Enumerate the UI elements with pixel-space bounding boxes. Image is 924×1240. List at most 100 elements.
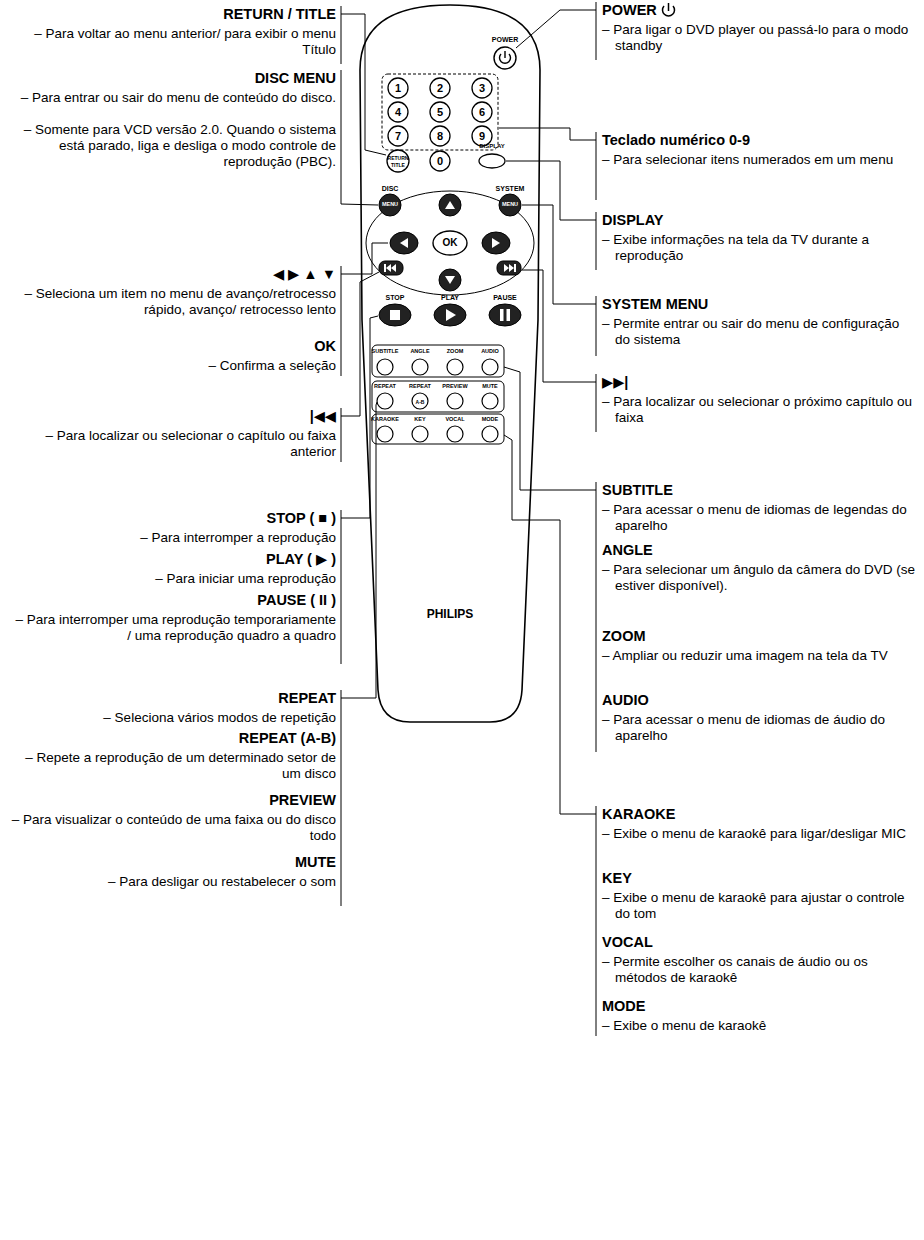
button-label: 3 <box>479 83 485 94</box>
callout-description: – Exibe o menu de karaokê <box>602 1018 916 1034</box>
callout-description: – Para localizar ou selecionar o próximo… <box>602 394 916 426</box>
button-label: TITLE <box>391 162 405 167</box>
callout-description: – Somente para VCD versão 2.0. Quando o … <box>10 122 336 170</box>
power-button <box>494 47 516 69</box>
callout-description: – Confirma a seleção <box>10 358 336 374</box>
callout-heading: MODE <box>602 998 916 1015</box>
callout-description: – Para interromper a reprodução <box>10 530 336 546</box>
power-symbol <box>500 51 511 63</box>
callout-description: – Permite escolher os canais de áudio ou… <box>602 954 916 986</box>
button-label: STOP <box>386 294 405 301</box>
button-label: A-B <box>416 400 425 405</box>
callout-heading: DISC MENU <box>10 70 336 87</box>
callout-description: – Repete a reprodução de um determinado … <box>10 750 336 782</box>
button-label: PREVIEW <box>442 384 467 390</box>
callout-description: – Para voltar ao menu anterior/ para exi… <box>10 26 336 58</box>
callout-heading: SYSTEM MENU <box>602 296 916 313</box>
callout-heading: PAUSE ( II ) <box>10 592 336 609</box>
button-label: DISC <box>382 185 399 192</box>
callout-description: – Seleciona vários modos de repetição <box>10 710 336 726</box>
callout-heading: POWER <box>602 2 916 19</box>
small-button-frames <box>372 345 504 444</box>
button-label: PLAY <box>441 294 459 301</box>
callout-heading: Teclado numérico 0-9 <box>602 132 916 149</box>
button-label: MENU <box>382 202 398 208</box>
callout-description: – Para selecionar itens numerados em um … <box>602 152 916 168</box>
button-label: KARAOKE <box>371 417 399 423</box>
callout-heading: ▶▶| <box>602 374 916 391</box>
button-label: AUDIO <box>481 349 499 355</box>
callout-description: – Exibe o menu de karaokê para ligar/des… <box>602 826 916 842</box>
callout-heading: VOCAL <box>602 934 916 951</box>
button-label: 1 <box>395 83 401 94</box>
callout-heading: REPEAT (A-B) <box>10 730 336 747</box>
callout-description: – Para interromper uma reprodução tempor… <box>10 612 336 644</box>
callout-description: – Para iniciar uma reprodução <box>10 571 336 587</box>
callout-heading: OK <box>10 338 336 355</box>
button-label: 2 <box>437 83 443 94</box>
button-label: MENU <box>502 202 518 208</box>
button-label: SYSTEM <box>496 185 525 192</box>
callout-description: – Ampliar ou reduzir uma imagem na tela … <box>602 648 916 664</box>
callout-heading: PREVIEW <box>10 792 336 809</box>
callout-heading: KARAOKE <box>602 806 916 823</box>
callout-description: – Para acessar o menu de idiomas de lege… <box>602 502 916 534</box>
button-label: 5 <box>437 107 443 118</box>
callout-description: – Para acessar o menu de idiomas de áudi… <box>602 712 916 744</box>
callout-description: – Para entrar ou sair do menu de conteúd… <box>10 90 336 106</box>
callout-heading: MUTE <box>10 854 336 871</box>
callout-heading: REPEAT <box>10 690 336 707</box>
button-label: 6 <box>479 107 485 118</box>
callout-description: – Para selecionar um ângulo da câmera do… <box>602 562 916 594</box>
callout-heading: ANGLE <box>602 542 916 559</box>
callout-heading: ◀ ▶ ▲ ▼ <box>10 266 336 283</box>
power-symbol <box>663 3 675 16</box>
button-label: 7 <box>395 131 401 142</box>
callout-heading: DISPLAY <box>602 212 916 229</box>
button-label: VOCAL <box>445 417 464 423</box>
callout-description: – Exibe o menu de karaokê para ajustar o… <box>602 890 916 922</box>
callout-heading: STOP ( ■ ) <box>10 510 336 527</box>
button-label: PHILIPS <box>427 608 474 620</box>
callout-description: – Permite entrar ou sair do menu de conf… <box>602 316 916 348</box>
callout-description: – Para visualizar o conteúdo de uma faix… <box>10 812 336 844</box>
digit-buttons <box>387 78 505 172</box>
button-label: POWER <box>492 36 518 43</box>
button-label: SUBTITLE <box>372 349 399 355</box>
button-label: DISPLAY <box>479 143 504 149</box>
callout-description: – Para localizar ou selecionar o capítul… <box>10 428 336 460</box>
button-label: MODE <box>482 417 499 423</box>
button-label: 4 <box>395 107 401 118</box>
keypad-frame <box>382 74 498 150</box>
callout-heading: AUDIO <box>602 692 916 709</box>
callout-description: – Exibe informações na tela da TV durant… <box>602 232 916 264</box>
button-label: KEY <box>414 417 425 423</box>
button-label: PAUSE <box>493 294 517 301</box>
nav-buttons <box>379 194 521 326</box>
button-icons <box>384 201 516 321</box>
nav-ring <box>366 191 534 295</box>
small-buttons <box>377 359 498 442</box>
button-label: MUTE <box>482 384 498 390</box>
button-label: REPEAT <box>409 384 431 390</box>
remote-body <box>360 5 540 722</box>
callout-heading: KEY <box>602 870 916 887</box>
leader-lines <box>341 2 596 1036</box>
callout-heading: |◀◀ <box>10 408 336 425</box>
button-label: 0 <box>437 156 443 167</box>
button-label: 8 <box>437 131 443 142</box>
button-label: REPEAT <box>374 384 396 390</box>
button-label: RETURN <box>388 155 409 160</box>
callout-description: – Para desligar ou restabelecer o som <box>10 874 336 890</box>
button-label: 9 <box>479 131 485 142</box>
button-label: ZOOM <box>447 349 464 355</box>
callout-description: – Seleciona um item no menu de avanço/re… <box>10 286 336 318</box>
callout-heading: SUBTITLE <box>602 482 916 499</box>
callout-heading: PLAY ( ▶ ) <box>10 551 336 568</box>
button-label: ANGLE <box>410 349 429 355</box>
callout-heading: ZOOM <box>602 628 916 645</box>
callout-description: – Para ligar o DVD player ou passá-lo pa… <box>602 22 916 54</box>
callout-heading: RETURN / TITLE <box>10 6 336 23</box>
button-label: OK <box>443 238 458 248</box>
